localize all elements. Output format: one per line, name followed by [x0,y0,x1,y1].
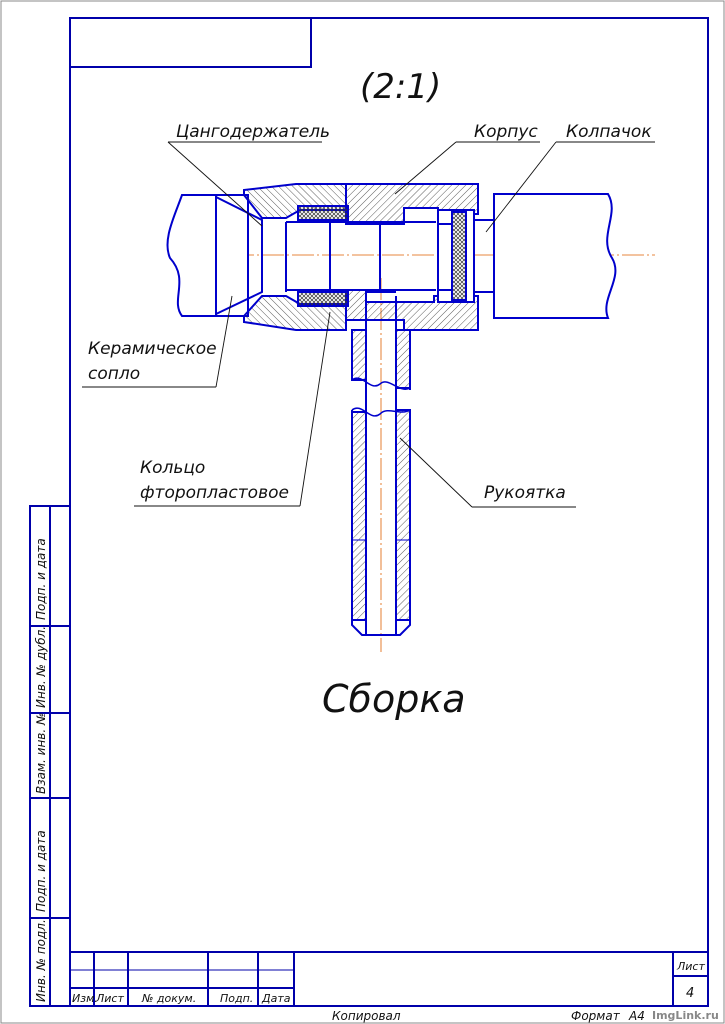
side-stamp [29,505,71,1007]
side-stamp-field-1: Инв. № подл. [34,919,48,1002]
footer-format: Формат [571,1009,621,1023]
side-stamp-field-3: Взам. инв. № [34,713,48,794]
label-cap: Колпачок [566,122,652,142]
tb-sheet-number: 4 [686,986,694,1001]
tb-date: Дата [261,992,291,1005]
ptfe-ring-top [297,205,349,221]
left-tube [166,194,249,317]
tb-doc-no: № докум. [141,992,196,1005]
scale-label: (2:1) [360,67,441,107]
label-ptfe-ring-1: Кольцо [140,458,205,478]
label-ceramic-nozzle-2: сопло [88,364,140,384]
drawing-title: Сборка [322,677,466,721]
label-ptfe-ring-2: фторопластовое [140,483,289,503]
label-collet-holder: Цангодержатель [176,122,330,142]
label-handle: Рукоятка [484,483,566,503]
watermark: ImgLink.ru [652,1009,719,1022]
tb-sign: Подп. [220,992,253,1005]
side-stamp-field-5: Подп. и дата [34,538,48,620]
tb-sheet-label: Лист [676,960,705,973]
footer-format-value: А4 [628,1009,645,1023]
tb-list: Лист [95,992,124,1005]
ptfe-ring-bottom [297,291,349,307]
side-stamp-field-2: Подп. и дата [34,830,48,912]
footer-copied: Копировал [332,1009,401,1023]
right-tube [493,193,617,319]
label-ceramic-nozzle-1: Керамическое [88,339,217,359]
side-stamp-field-4: Инв. № дубл. [34,626,48,708]
label-body: Корпус [474,122,538,142]
tb-izm: Изм. [72,992,98,1005]
top-left-stamp [69,17,312,68]
leaders [82,141,655,508]
assembly-drawing [166,183,617,636]
frame [69,17,709,1007]
title-block [69,951,709,1007]
